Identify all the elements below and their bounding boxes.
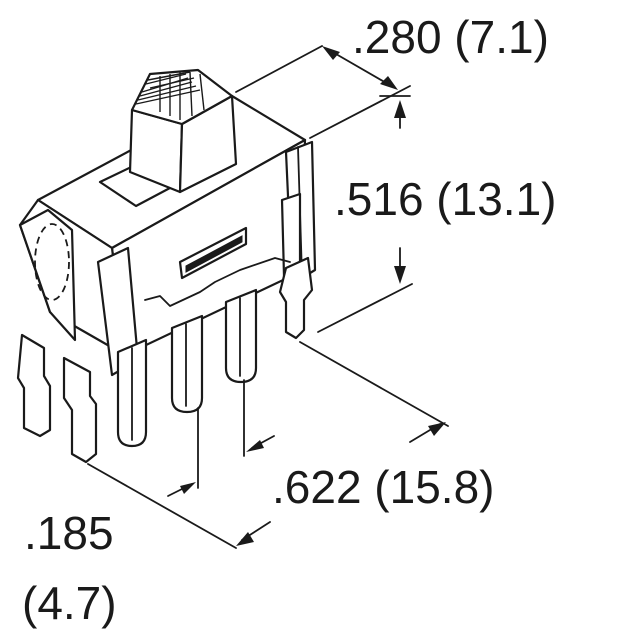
mount-leg-mid (62, 356, 98, 464)
dim-height (317, 95, 413, 333)
left-flange (18, 208, 77, 342)
hidden-oval-outline (34, 223, 70, 301)
actuator-knob (128, 68, 238, 194)
dim-width-label: .280 (7.1) (352, 11, 549, 63)
terminals (16, 256, 314, 464)
solder-pin-2 (170, 314, 204, 414)
mount-leg-right (278, 256, 314, 340)
switch-body (18, 94, 317, 377)
dim-length (87, 341, 449, 549)
label-recess-shading (185, 235, 243, 273)
dim-pin-pitch-in-label: .185 (24, 507, 114, 559)
knob-top (130, 68, 234, 126)
dim-width (235, 45, 411, 139)
dim-length-label: .622 (15.8) (272, 461, 495, 513)
base-skirt (144, 257, 291, 307)
mount-leg-left (16, 333, 52, 438)
knob-grip-ribs (135, 71, 205, 120)
dim-pin-pitch (167, 379, 275, 497)
solder-pin-3 (224, 288, 258, 384)
dim-pin-pitch-mm-label: (4.7) (22, 577, 117, 629)
dim-height-label: .516 (13.1) (334, 173, 557, 225)
